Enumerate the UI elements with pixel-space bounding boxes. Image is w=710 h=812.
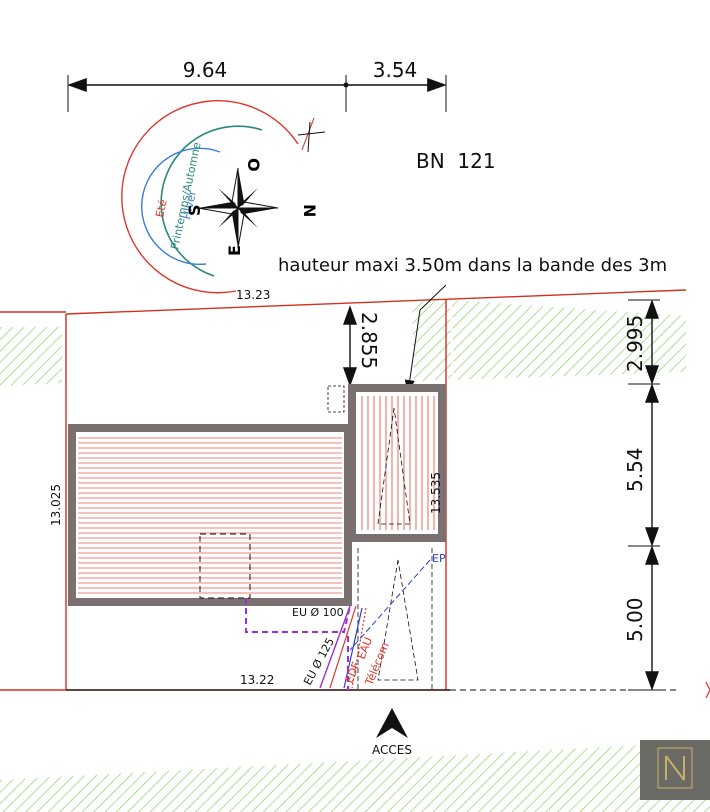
compass-west: O <box>244 158 263 172</box>
company-logo-icon <box>640 740 710 800</box>
dimension-2-995: 2.995 <box>623 315 647 372</box>
green-zone-right <box>452 300 686 380</box>
compass-south: S <box>185 204 204 216</box>
green-zones <box>0 300 710 812</box>
network-eu-125: EU Ø 125 <box>301 636 337 688</box>
green-zone-left <box>0 327 62 386</box>
access-label: ACCES <box>372 743 412 757</box>
right-dimensions: 2.995 5.54 5.00 <box>623 299 710 699</box>
summer-arc <box>121 100 299 294</box>
main-house <box>68 424 352 606</box>
dimension-3-54: 3.54 <box>373 58 418 82</box>
spring-arc <box>160 125 263 277</box>
parcel-id: BN 121 <box>416 149 496 173</box>
winter-arc <box>141 147 221 266</box>
dimension-13-22: 13.22 <box>240 673 274 687</box>
height-note: hauteur maxi 3.50m dans la bande des 3m <box>278 255 667 276</box>
annex-hatching <box>361 396 435 530</box>
dimension-9-64: 9.64 <box>183 58 228 82</box>
network-ep: EP <box>432 552 446 565</box>
network-eu-100: EU Ø 100 <box>292 606 344 619</box>
parking-area <box>357 548 433 690</box>
roof-hatching <box>78 437 342 594</box>
compass-north: N <box>300 204 319 217</box>
season-summer: Eté <box>153 198 170 219</box>
top-dimension: 9.64 3.54 <box>67 58 447 112</box>
dimension-13-23: 13.23 <box>236 288 270 302</box>
dimension-13-535: 13.535 <box>429 472 443 514</box>
dimension-5-54: 5.54 <box>623 447 647 492</box>
season-winter: Hiver <box>180 189 199 221</box>
networks <box>245 559 431 690</box>
compass-rose-icon: N S E O <box>185 158 319 256</box>
annex-building: 13.535 <box>327 384 446 542</box>
network-edf: EDF <box>343 660 363 685</box>
setback-dimension: 2.855 <box>343 305 381 387</box>
compass-east: E <box>225 245 244 256</box>
dimension-5-00: 5.00 <box>623 597 647 642</box>
dimension-2-855: 2.855 <box>357 312 381 369</box>
green-zone-bottom <box>0 740 710 812</box>
dimension-13-025: 13.025 <box>49 484 63 526</box>
access-arrow-icon <box>376 708 408 738</box>
height-note-arrow <box>404 284 447 394</box>
green-zone-mid <box>412 300 452 382</box>
